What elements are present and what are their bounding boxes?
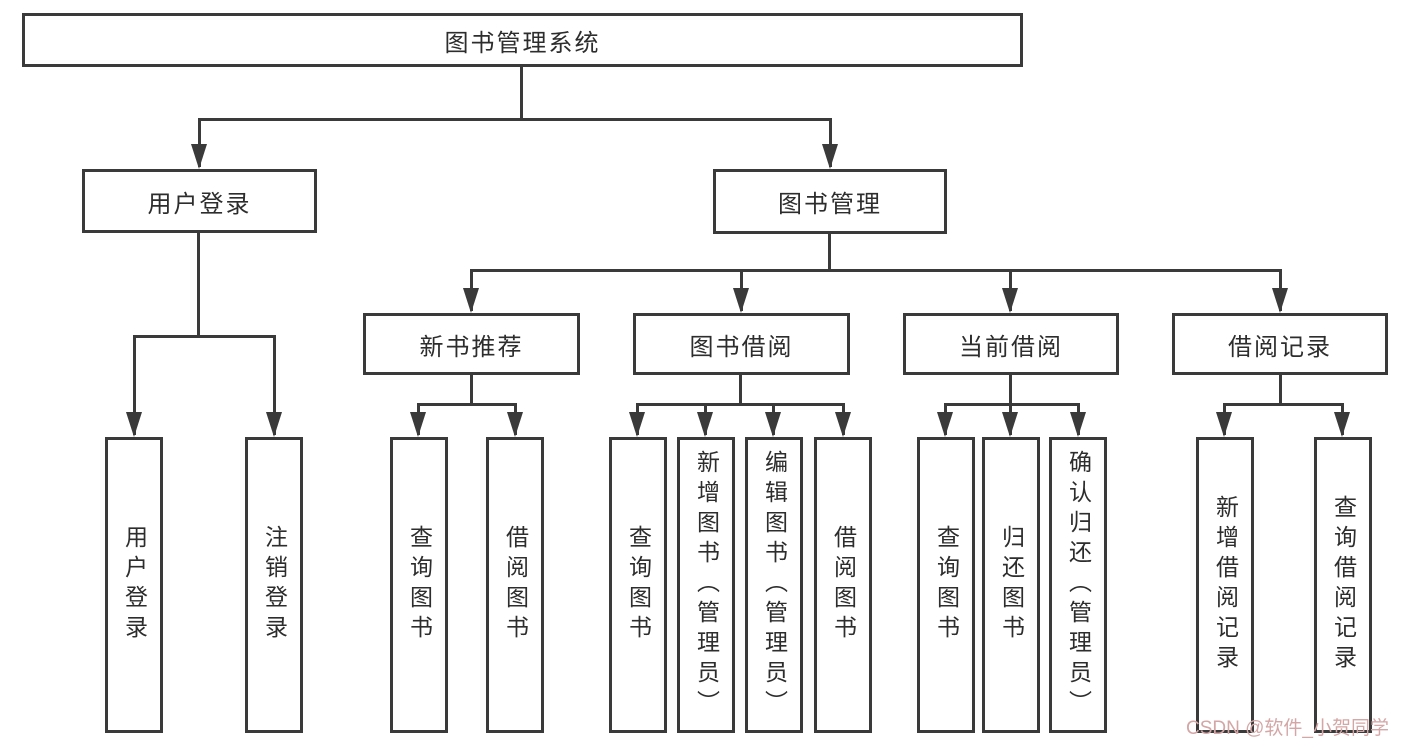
connector-line — [417, 403, 517, 406]
arrow-down-icon — [266, 412, 282, 437]
leaf-logout-label: 注销登录 — [261, 525, 288, 645]
node-book-borrowing-label: 图书借阅 — [689, 333, 794, 361]
arrow-down-icon — [191, 144, 207, 169]
leaf-borrowing-add-books-admin-label: 新增图书（管理员） — [693, 450, 720, 720]
leaf-borrowing-query-books-label: 查询图书 — [625, 525, 652, 645]
connector-line — [520, 67, 523, 120]
node-book-management-label: 图书管理 — [778, 191, 882, 218]
leaf-records-query-record-label: 查询借阅记录 — [1330, 495, 1357, 675]
arrow-down-icon — [937, 412, 953, 437]
arrow-down-icon — [410, 412, 426, 437]
node-new-book-recommend: 新书推荐 — [363, 313, 580, 375]
leaf-logout: 注销登录 — [245, 437, 303, 733]
node-library-system: 图书管理系统 — [22, 13, 1023, 67]
connector-line — [739, 375, 742, 406]
arrow-down-icon — [1002, 288, 1018, 313]
node-borrowing-records-label: 借阅记录 — [1228, 333, 1332, 361]
connector-line — [829, 118, 832, 167]
connector-line — [636, 403, 845, 406]
arrow-down-icon — [1070, 412, 1086, 437]
arrow-down-icon — [822, 144, 838, 169]
leaf-borrowing-edit-books-admin: 编辑图书（管理员） — [745, 437, 803, 733]
arrow-down-icon — [1272, 288, 1288, 313]
node-borrowing-records: 借阅记录 — [1172, 313, 1388, 375]
connector-line — [273, 335, 276, 435]
leaf-current-return-books-label: 归还图书 — [998, 525, 1025, 645]
node-new-book-recommend-label: 新书推荐 — [419, 333, 524, 361]
node-book-management: 图书管理 — [713, 169, 947, 234]
leaf-borrowing-add-books-admin: 新增图书（管理员） — [677, 437, 735, 733]
node-current-borrowing-label: 当前借阅 — [959, 333, 1063, 361]
leaf-current-return-books: 归还图书 — [982, 437, 1040, 733]
connector-line — [470, 375, 473, 406]
leaf-user-login: 用户登录 — [105, 437, 163, 733]
connector-line — [133, 335, 136, 435]
arrow-down-icon — [507, 412, 523, 437]
leaf-borrowing-query-books: 查询图书 — [609, 437, 667, 733]
connector-line — [198, 118, 832, 121]
arrow-down-icon — [126, 412, 142, 437]
node-user-login: 用户登录 — [82, 169, 317, 233]
arrow-down-icon — [1334, 412, 1350, 437]
arrow-down-icon — [463, 288, 479, 313]
leaf-records-add-record-label: 新增借阅记录 — [1212, 495, 1239, 675]
csdn-watermark: CSDN @软件_小贺同学 — [1186, 718, 1389, 739]
leaf-current-query-books: 查询图书 — [917, 437, 975, 733]
leaf-recommend-query-books-label: 查询图书 — [406, 525, 433, 645]
leaf-recommend-borrow-books-label: 借阅图书 — [502, 525, 529, 645]
arrow-down-icon — [733, 288, 749, 313]
leaf-borrowing-borrow-books: 借阅图书 — [814, 437, 872, 733]
arrow-down-icon — [697, 412, 713, 437]
node-user-login-label: 用户登录 — [147, 190, 252, 218]
connector-line — [828, 234, 831, 272]
connector-line — [1223, 403, 1344, 406]
arrow-down-icon — [1002, 412, 1018, 437]
leaf-current-query-books-label: 查询图书 — [933, 525, 960, 645]
connector-line — [197, 233, 200, 338]
leaf-current-confirm-return-admin: 确认归还（管理员） — [1049, 437, 1107, 733]
leaf-records-query-record: 查询借阅记录 — [1314, 437, 1372, 733]
leaf-current-confirm-return-admin-label: 确认归还（管理员） — [1065, 450, 1092, 720]
leaf-records-add-record: 新增借阅记录 — [1196, 437, 1254, 733]
connector-line — [133, 335, 276, 338]
connector-line — [1009, 375, 1012, 406]
node-book-borrowing: 图书借阅 — [633, 313, 850, 375]
leaf-recommend-query-books: 查询图书 — [390, 437, 448, 733]
arrow-down-icon — [835, 412, 851, 437]
node-current-borrowing: 当前借阅 — [903, 313, 1119, 375]
connector-line — [198, 118, 201, 167]
arrow-down-icon — [765, 412, 781, 437]
leaf-user-login-label: 用户登录 — [121, 525, 148, 645]
connector-line — [470, 269, 1282, 272]
arrow-down-icon — [629, 412, 645, 437]
leaf-recommend-borrow-books: 借阅图书 — [486, 437, 544, 733]
leaf-borrowing-edit-books-admin-label: 编辑图书（管理员） — [761, 450, 788, 720]
node-library-system-label: 图书管理系统 — [444, 29, 601, 57]
leaf-borrowing-borrow-books-label: 借阅图书 — [830, 525, 857, 645]
arrow-down-icon — [1216, 412, 1232, 437]
connector-line — [944, 403, 1080, 406]
connector-line — [1279, 375, 1282, 406]
